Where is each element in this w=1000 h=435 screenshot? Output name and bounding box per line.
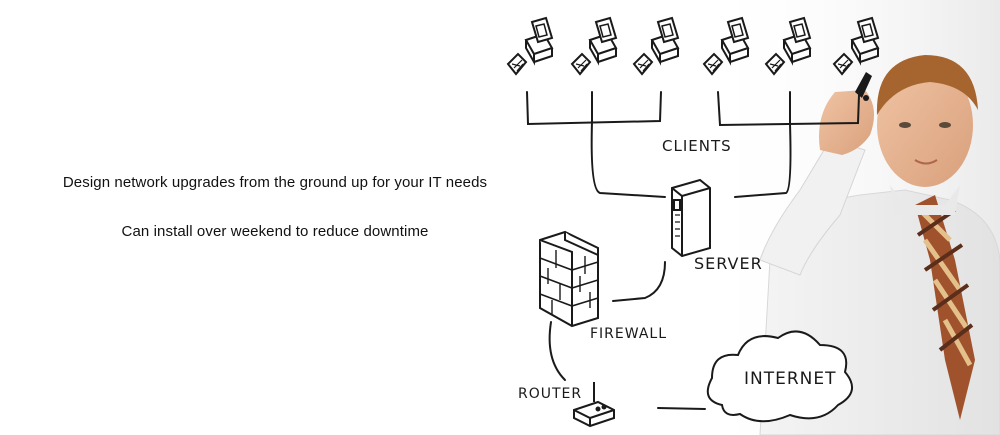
router-icon	[573, 382, 615, 428]
label-firewall: FIREWALL	[590, 326, 667, 342]
cloud-icon	[706, 330, 853, 423]
label-server: SERVER	[694, 254, 763, 273]
banner-line-network-design: Design network upgrades from the ground …	[62, 174, 488, 191]
label-router: ROUTER	[518, 386, 582, 402]
banner-line-weekend-install: Can install over weekend to reduce downt…	[121, 223, 429, 240]
presenter-figure	[759, 55, 1000, 435]
network-links	[526, 91, 860, 410]
firewall-icon	[539, 230, 599, 328]
label-internet: INTERNET	[744, 369, 837, 389]
label-clients: CLIENTS	[662, 137, 732, 155]
server-icon	[671, 178, 711, 258]
